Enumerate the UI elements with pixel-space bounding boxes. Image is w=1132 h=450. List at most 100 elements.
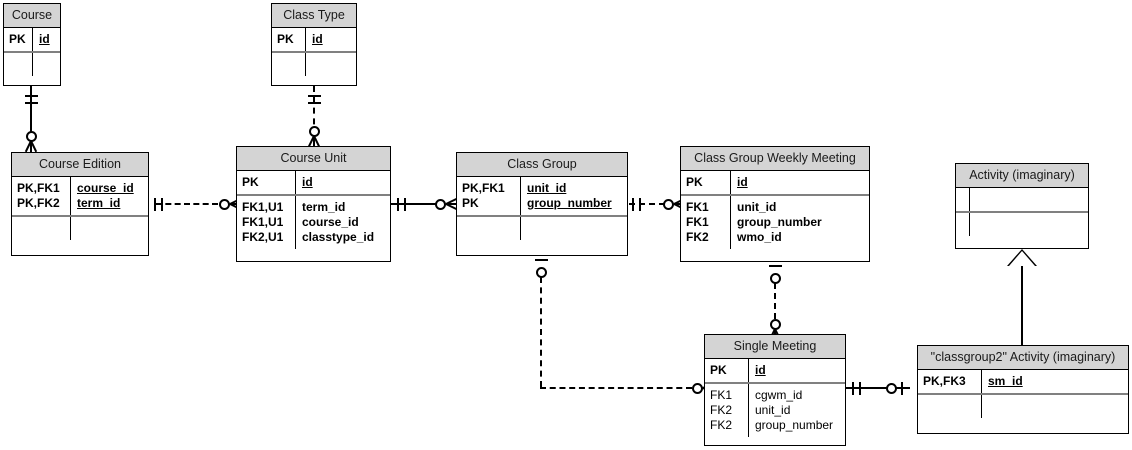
- entity-title: Course Edition: [12, 153, 148, 177]
- entity-attr-section: [272, 52, 356, 76]
- entity-key-column: PK: [237, 170, 296, 194]
- attribute-name: unit_id: [527, 180, 567, 195]
- one-bar-marker: [307, 102, 321, 104]
- attribute-key: FK1: [686, 199, 709, 214]
- attribute-name: [976, 217, 1084, 232]
- entity-value-column: id: [749, 359, 845, 382]
- attribute-key: PK,FK1: [17, 180, 60, 195]
- relationship-line-classgroup-singlemeeting-v: [540, 277, 542, 387]
- entity-title: Class Group Weekly Meeting: [681, 147, 869, 171]
- entity-value-column: id: [33, 28, 60, 51]
- inheritance-triangle-icon: [1009, 251, 1035, 266]
- entity-title: Single Meeting: [705, 335, 845, 359]
- entity-pk-section: [956, 187, 1088, 213]
- entity-key-column: PK,FK3: [918, 369, 982, 393]
- entity-value-column: [970, 213, 1088, 236]
- optional-circle-marker: [885, 382, 897, 394]
- entity-value-column: sm_id: [982, 370, 1128, 393]
- attribute-key: [277, 57, 301, 72]
- entity-title: Course Unit: [237, 147, 390, 171]
- attribute-key: PK: [686, 174, 703, 189]
- attribute-key: PK,FK1: [462, 180, 505, 195]
- one-bar-marker: [901, 381, 903, 395]
- attribute-name: group_number: [527, 195, 612, 210]
- attribute-name: course_id: [302, 214, 359, 229]
- entity-classgroup2-activity-imaginary[interactable]: "classgroup2" Activity (imaginary)PK,FK3…: [917, 345, 1129, 434]
- one-bar-marker: [307, 95, 321, 97]
- attribute-name: [988, 399, 1124, 414]
- attribute-key: [17, 221, 66, 236]
- one-bar-marker: [859, 381, 861, 395]
- relationship-line-course-course-edition: [30, 86, 32, 152]
- attribute-name: unit_id: [755, 402, 791, 417]
- entity-value-column: id: [296, 171, 390, 194]
- entity-value-column: [970, 188, 1088, 211]
- entity-attr-section: [457, 216, 627, 240]
- attribute-key: [462, 221, 516, 236]
- entity-attr-section: [4, 52, 60, 76]
- attribute-key: FK2,U1: [242, 229, 284, 244]
- optional-circle-marker: [434, 198, 446, 210]
- attribute-key: FK2: [710, 417, 733, 432]
- entity-key-column: PK: [272, 27, 306, 51]
- attribute-name: [39, 57, 56, 72]
- entity-attr-section: [956, 212, 1088, 236]
- one-bar-marker: [397, 197, 399, 211]
- attribute-key: PK: [277, 31, 294, 46]
- entity-key-column: [457, 216, 521, 240]
- attribute-name: sm_id: [988, 373, 1023, 388]
- entity-key-column: PK: [705, 358, 749, 382]
- entity-value-column: [71, 217, 148, 240]
- entity-key-column: [272, 52, 306, 76]
- optional-circle-marker: [218, 198, 230, 210]
- entity-title: Course: [4, 4, 60, 28]
- entity-title: Class Type: [272, 4, 356, 28]
- entity-title: Class Group: [457, 153, 627, 177]
- one-bar-marker: [768, 265, 782, 267]
- entity-key-column: PK: [681, 170, 731, 194]
- crows-foot-course-edition: [24, 140, 42, 155]
- attribute-name: [312, 57, 352, 72]
- one-bar-marker: [24, 95, 38, 97]
- entity-value-column: [306, 53, 356, 76]
- attribute-key: FK2: [710, 402, 733, 417]
- entity-key-column: PK: [4, 27, 33, 51]
- relationship-line-courseunit-classgroup: [391, 203, 439, 205]
- attribute-key: [961, 192, 965, 207]
- entity-pk-section: PK id: [705, 358, 845, 384]
- optional-circle-marker: [769, 318, 781, 330]
- entity-value-column: [982, 395, 1128, 418]
- attribute-name: cgwm_id: [755, 387, 803, 402]
- optional-circle-marker: [769, 272, 781, 284]
- entity-value-column: [521, 217, 627, 240]
- entity-pk-section: PK,FK3 sm_id: [918, 369, 1128, 395]
- attribute-name: group_number: [737, 214, 822, 229]
- attribute-name: [77, 221, 144, 236]
- attribute-key: PK: [710, 362, 727, 377]
- entity-attr-section: [12, 216, 148, 240]
- entity-key-column: [4, 52, 33, 76]
- entity-activity-imaginary[interactable]: Activity (imaginary): [955, 163, 1089, 249]
- one-bar-marker: [534, 259, 548, 261]
